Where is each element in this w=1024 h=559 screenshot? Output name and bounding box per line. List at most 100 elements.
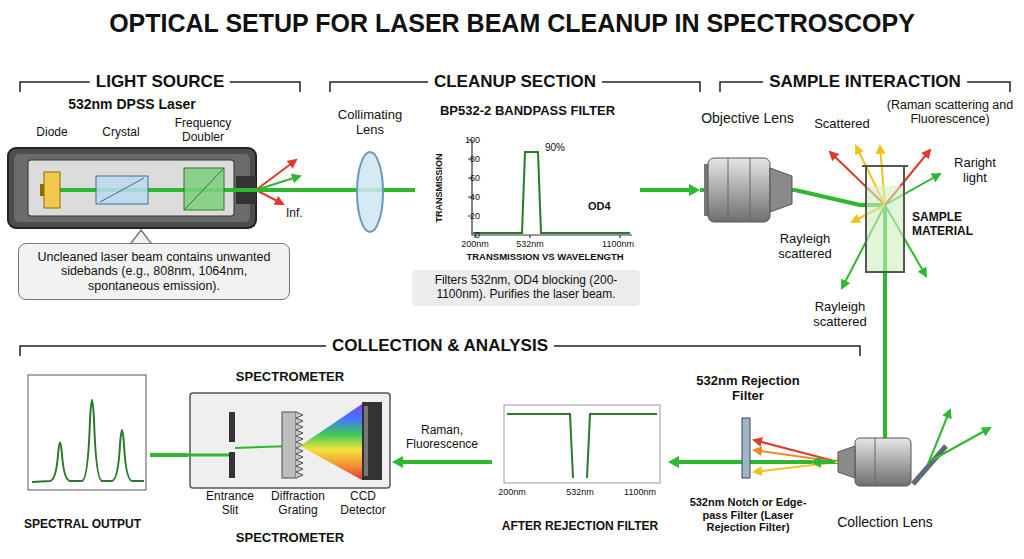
frequency-doubler-shape	[184, 168, 224, 210]
node-text: Collimating Lens	[332, 108, 408, 138]
collected-ray	[754, 440, 838, 462]
axis-title: TRANSMISSION	[434, 153, 444, 222]
axis-tick: 0	[456, 230, 480, 240]
arrow-head	[392, 456, 403, 468]
node-text: Collection Lens	[835, 514, 935, 530]
node-text: AFTER REJECTION FILTER	[492, 520, 668, 534]
node-text: SAMPLE MATERIAL	[912, 211, 995, 239]
node-text: BP532-2 BANDPASS FILTER	[415, 104, 640, 119]
spectrometer-part: Entrance Slit	[198, 490, 262, 518]
stray-emission-arrow	[256, 160, 296, 190]
bandpass-chart-axes	[468, 140, 620, 238]
frequency-doubler-shape	[184, 168, 224, 210]
laser-housing-shape	[58, 188, 256, 192]
ray-label: Rayleigh scattered	[807, 300, 873, 330]
laser-part: Crystal	[86, 126, 156, 144]
mirror	[913, 446, 946, 484]
bandpass-chart-axes	[468, 140, 632, 238]
laser-beam-connector	[640, 188, 691, 192]
axis-tick: 100	[456, 135, 480, 145]
laser-beam-connector	[795, 190, 860, 205]
node-text: SPECTROMETER	[188, 531, 392, 546]
collection-lens: Collection Lens	[835, 418, 935, 530]
collimating-lens-shape	[357, 152, 383, 232]
diagram-title: OPTICAL SETUP FOR LASER BEAM CLEANUP IN …	[0, 8, 1024, 38]
light-path	[186, 454, 231, 457]
section-heading: CLEANUP SECTION	[428, 72, 602, 92]
bandpass-curve	[473, 152, 630, 233]
objective-lens: Objective Lens	[700, 110, 795, 232]
dispersed-spectrum	[300, 404, 362, 480]
reflected-ray	[928, 410, 990, 464]
spectrometer-part: CCD Detector	[334, 490, 392, 518]
ray-label: Raright light	[947, 156, 1003, 186]
node-text: Crystal	[86, 126, 156, 140]
axis-tick: 1100nm	[624, 487, 656, 497]
reflected-ray	[932, 428, 990, 460]
laser-part: Diode	[30, 126, 74, 144]
collected-ray	[754, 440, 838, 472]
collection-lens-shape	[838, 438, 911, 486]
node-text: 532nm DPSS Laser	[8, 96, 256, 112]
rejection-chart: AFTER REJECTION FILTER	[492, 402, 668, 534]
laser-beam-connector	[819, 460, 835, 464]
stray-emission-arrow	[256, 190, 283, 204]
rejection-chart-frame	[504, 405, 660, 483]
bandpass-curve	[473, 152, 630, 233]
laser-beam-connector	[408, 188, 415, 192]
rejection-curve	[507, 414, 657, 478]
node-text: CCD Detector	[334, 490, 392, 518]
laser-housing-shape	[8, 148, 256, 228]
spectral-plot	[32, 400, 144, 482]
axis-tick: 20	[456, 211, 480, 221]
rejection-filter: 532nm Rejection Filter532nm Notch or Edg…	[686, 374, 810, 534]
spectral-plot	[28, 375, 146, 490]
frequency-doubler-shape	[184, 168, 224, 210]
laser-diode-shape	[40, 184, 44, 196]
axis-tick: 200nm	[498, 487, 526, 497]
node-text: Diffraction Grating	[264, 490, 332, 518]
spectrometer: SPECTROMETERSPECTROMETEREntrance SlitDif…	[188, 370, 392, 546]
entrance-slit-shape	[229, 452, 235, 478]
laser-housing-shape	[8, 148, 256, 228]
objective-lens-shape	[770, 168, 792, 212]
ray-label: (Raman scattering and Fluorescence)	[882, 98, 1018, 127]
dispersed-spectrum	[300, 404, 362, 480]
rejection-curve	[507, 414, 657, 478]
light-path	[186, 446, 292, 455]
ccd-detector-shape	[362, 402, 382, 480]
laser-crystal-shape	[100, 178, 144, 202]
node-text: Uncleaned laser beam contains unwanted s…	[29, 250, 279, 293]
axis-tick: 532nm	[566, 487, 594, 497]
spectrometer-box	[190, 393, 390, 488]
chart-annotation: OD4	[588, 200, 611, 213]
collimating-lens-shape	[357, 152, 383, 232]
laser-beam-connector	[150, 453, 188, 457]
spectrometer-part: Diffraction Grating	[264, 490, 332, 518]
node-text: Diode	[30, 126, 74, 140]
sample-cuvette-shape	[867, 186, 903, 271]
callout-box: Uncleaned laser beam contains unwanted s…	[18, 243, 290, 300]
laser-housing-shape	[14, 154, 250, 222]
spectral-output: SPECTRAL OUTPUT	[15, 370, 150, 532]
laser-beam-connector	[256, 188, 332, 192]
stray-emission-arrow	[256, 160, 300, 204]
node-text: SPECTRAL OUTPUT	[15, 518, 150, 532]
node-text: 532nm Notch or Edge-pass Filter (Laser R…	[686, 496, 810, 534]
entrance-slit-shape	[229, 412, 235, 442]
collection-lens-shape	[875, 438, 876, 486]
bandpass-chart-axes	[472, 140, 632, 235]
axis-title: TRANSMISSION VS WAVELENGTH	[466, 252, 623, 263]
collection-lens-shape	[855, 438, 911, 486]
axis-tick: 40	[456, 192, 480, 202]
laser-crystal-shape	[96, 176, 148, 204]
laser-beam-connector	[401, 460, 492, 464]
spectrometer-box	[190, 393, 390, 488]
laser-diode-shape	[40, 172, 60, 208]
node-text: Filters 532nm, OD4 blocking (200-1100nm)…	[420, 274, 632, 302]
laser-crystal-shape	[96, 176, 148, 204]
objective-lens-shape	[750, 158, 751, 222]
section-heading: LIGHT SOURCE	[90, 72, 230, 92]
arrow-head	[668, 456, 679, 468]
